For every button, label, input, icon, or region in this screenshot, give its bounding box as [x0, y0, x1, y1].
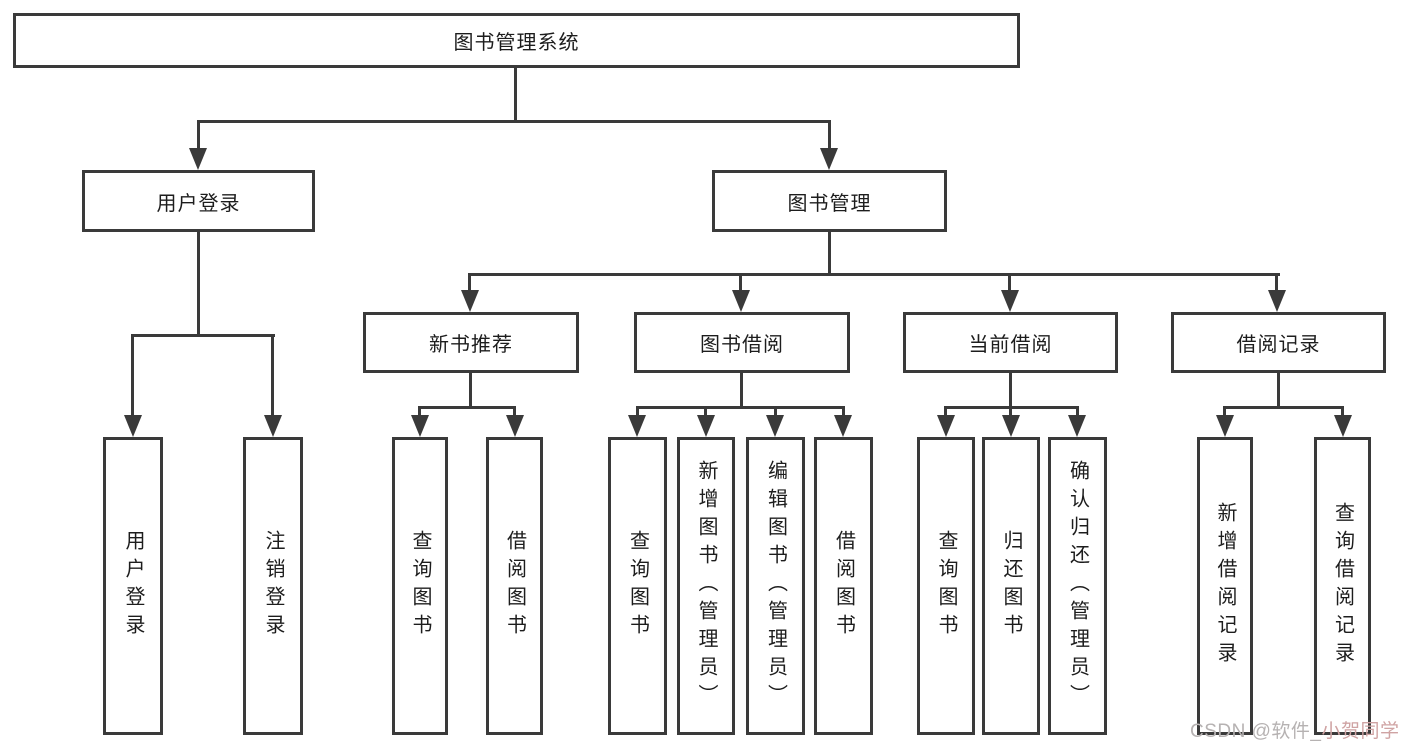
leaf-query-borrow-record: 查询借阅记录	[1314, 437, 1371, 735]
connector-line	[418, 406, 516, 409]
connector-line	[418, 406, 421, 415]
arrow-down-icon	[697, 415, 715, 437]
arrow-down-icon	[189, 148, 207, 170]
connector-line	[1009, 373, 1012, 406]
connector-line	[828, 120, 831, 148]
arrow-down-icon	[1216, 415, 1234, 437]
connector-line	[828, 232, 831, 273]
connector-line	[131, 334, 134, 415]
connector-line	[468, 273, 471, 290]
connector-line	[513, 406, 516, 415]
connector-line	[1341, 406, 1344, 415]
leaf-edit-book-admin: 编辑图书（管理员）	[746, 437, 805, 735]
leaf-query-book-borrow: 查询图书	[608, 437, 667, 735]
connector-line	[197, 120, 831, 123]
connector-line	[197, 120, 200, 148]
connector-line	[131, 334, 275, 337]
connector-line	[1223, 406, 1344, 409]
arrow-down-icon	[264, 415, 282, 437]
connector-line	[1008, 273, 1011, 290]
arrow-down-icon	[124, 415, 142, 437]
connector-line	[1009, 406, 1012, 415]
connector-line	[468, 273, 1280, 276]
leaf-query-book-current: 查询图书	[917, 437, 975, 735]
connector-line	[514, 68, 517, 120]
arrow-down-icon	[1068, 415, 1086, 437]
leaf-query-book-newrec: 查询图书	[392, 437, 448, 735]
watermark-suffix: 小贺同学	[1321, 721, 1400, 742]
arrow-down-icon	[1268, 290, 1286, 312]
arrow-down-icon	[820, 148, 838, 170]
arrow-down-icon	[1334, 415, 1352, 437]
connector-line	[944, 406, 947, 415]
arrow-down-icon	[411, 415, 429, 437]
connector-line	[842, 406, 845, 415]
connector-line	[1076, 406, 1079, 415]
leaf-borrow-book-newrec: 借阅图书	[486, 437, 543, 735]
leaf-logout: 注销登录	[243, 437, 303, 735]
arrow-down-icon	[461, 290, 479, 312]
connector-line	[197, 232, 200, 334]
leaf-return-book: 归还图书	[982, 437, 1040, 735]
leaf-add-book-admin: 新增图书（管理员）	[677, 437, 735, 735]
node-new-book-recommend: 新书推荐	[363, 312, 579, 373]
node-book-borrow: 图书借阅	[634, 312, 850, 373]
arrow-down-icon	[732, 290, 750, 312]
node-current-borrow: 当前借阅	[903, 312, 1118, 373]
arrow-down-icon	[1001, 290, 1019, 312]
node-user-login: 用户登录	[82, 170, 315, 232]
connector-line	[704, 406, 707, 415]
arrow-down-icon	[937, 415, 955, 437]
arrow-down-icon	[506, 415, 524, 437]
node-root: 图书管理系统	[13, 13, 1020, 68]
connector-line	[774, 406, 777, 415]
leaf-user-login: 用户登录	[103, 437, 163, 735]
connector-line	[1277, 373, 1280, 406]
connector-line	[1275, 273, 1278, 290]
watermark-prefix: CSDN @软件_	[1190, 721, 1322, 742]
arrow-down-icon	[628, 415, 646, 437]
connector-line	[469, 373, 472, 406]
node-borrow-records: 借阅记录	[1171, 312, 1386, 373]
arrow-down-icon	[766, 415, 784, 437]
connector-line	[739, 273, 742, 290]
connector-line	[636, 406, 639, 415]
connector-line	[1223, 406, 1226, 415]
connector-line	[271, 334, 274, 415]
connector-line	[636, 406, 845, 409]
leaf-add-borrow-record: 新增借阅记录	[1197, 437, 1253, 735]
connector-line	[740, 373, 743, 406]
leaf-confirm-return-admin: 确认归还（管理员）	[1048, 437, 1107, 735]
csdn-watermark: CSDN @软件_小贺同学	[1190, 716, 1400, 743]
leaf-borrow-book-borrow: 借阅图书	[814, 437, 873, 735]
arrow-down-icon	[1002, 415, 1020, 437]
arrow-down-icon	[834, 415, 852, 437]
node-book-management: 图书管理	[712, 170, 947, 232]
